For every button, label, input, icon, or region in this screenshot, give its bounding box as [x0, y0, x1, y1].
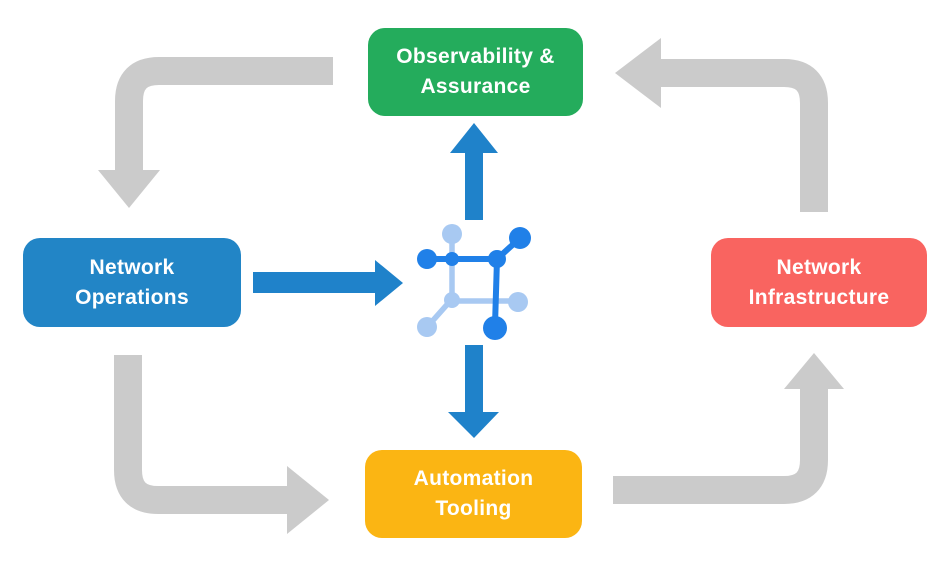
icon-node: [508, 292, 528, 312]
node-network-infrastructure: Network Infrastructure: [711, 238, 927, 327]
arrow-body: [465, 152, 483, 220]
node-label-line: Infrastructure: [748, 285, 890, 309]
arrow-head-up-icon: [784, 353, 844, 389]
network-mesh-light-part: [417, 224, 528, 337]
node-label-line: Automation: [413, 467, 534, 490]
arrow-body: [465, 345, 483, 413]
icon-node: [488, 250, 506, 268]
network-mesh-dark-part: [417, 227, 531, 340]
arrow-body: [115, 57, 333, 172]
node-label-line: Operations: [75, 285, 189, 309]
flow-arrow-operations-to-hub: [253, 260, 403, 306]
arrow-head-right-icon: [375, 260, 403, 306]
cycle-arrow-infrastructure-to-observability: [615, 38, 828, 212]
node-automation-tooling: Automation Tooling: [365, 450, 582, 538]
node-label-line: Observability &: [396, 45, 555, 68]
icon-node: [417, 249, 437, 269]
arrow-body: [114, 355, 287, 514]
icon-node: [417, 317, 437, 337]
node-observability-assurance: Observability & Assurance: [368, 28, 583, 116]
node-label-line: Assurance: [420, 75, 531, 98]
arrow-body: [613, 389, 828, 504]
node-network-operations: Network Operations: [23, 238, 241, 327]
icon-node: [444, 292, 460, 308]
arrow-head-down-icon: [448, 412, 499, 438]
cycle-arrow-observability-to-operations: [98, 57, 333, 208]
node-label-line: Network: [776, 255, 862, 279]
arrow-head-right-icon: [287, 466, 329, 534]
icon-node: [445, 252, 459, 266]
cycle-arrow-automation-to-infrastructure: [613, 353, 844, 504]
node-label-line: Tooling: [435, 497, 512, 520]
arrow-head-up-icon: [450, 123, 498, 153]
icon-node: [483, 316, 507, 340]
network-mesh-icon: [417, 224, 531, 340]
cycle-arrow-operations-to-automation: [114, 355, 329, 534]
arrow-head-left-icon: [615, 38, 661, 108]
arrow-head-down-icon: [98, 170, 160, 208]
icon-node: [442, 224, 462, 244]
arrow-body: [253, 272, 375, 293]
node-label-line: Network: [89, 255, 175, 279]
flow-arrow-hub-to-observability: [450, 123, 498, 220]
arrow-body: [661, 59, 828, 212]
flow-arrow-hub-to-automation: [448, 345, 499, 438]
icon-node: [509, 227, 531, 249]
